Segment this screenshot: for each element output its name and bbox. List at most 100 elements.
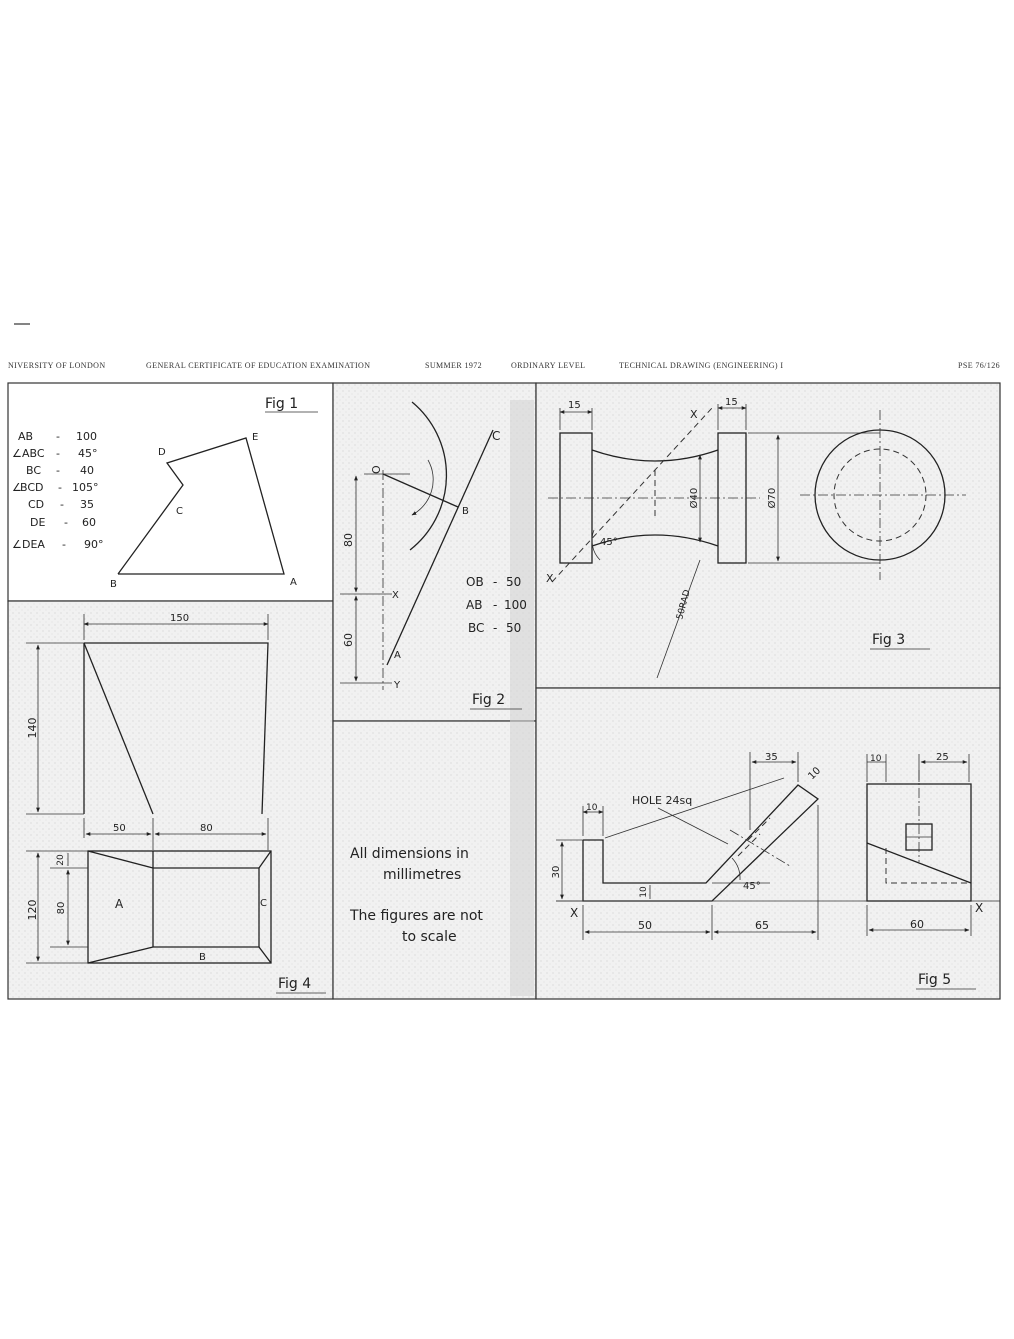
spec-sep: - bbox=[56, 464, 60, 477]
fig4-dim-80-label: 80 bbox=[200, 823, 213, 834]
fig2-point-a: A bbox=[394, 650, 401, 661]
fig2: 80 60 O B C X A Y OB - 50 AB - 100 BC - … bbox=[340, 401, 527, 710]
spec-sep: - bbox=[62, 538, 66, 551]
fig3-top-curve bbox=[591, 449, 719, 462]
fig5-dim-10-top-label: 10 bbox=[586, 803, 598, 813]
fig4-plan-top-chamfer bbox=[87, 850, 154, 869]
fig3-angle-arc bbox=[591, 529, 601, 561]
fig5-hole-dash bbox=[737, 833, 761, 857]
fig3: 45° 50RAD 15 15 Ø40 Ø70 X X Fig 3 bbox=[546, 397, 966, 679]
fig5-hole-leader bbox=[657, 807, 729, 845]
fig4-dim-120-label: 120 bbox=[26, 900, 39, 921]
spec-name: DEA bbox=[22, 538, 45, 551]
fig2-point-o: O bbox=[370, 465, 383, 474]
fig5-hole-line bbox=[604, 777, 785, 839]
fig5-label: Fig 5 bbox=[918, 972, 951, 988]
notes-panel bbox=[332, 720, 537, 1000]
fig2-point-y: Y bbox=[393, 680, 401, 691]
fig2-point-b: B bbox=[462, 506, 469, 517]
fig5-dim-10-side-label: 10 bbox=[870, 754, 882, 764]
spec-sep: - bbox=[64, 516, 68, 529]
fig3-dim-dia40-label: Ø40 bbox=[688, 488, 700, 509]
fig2-rotation-arrow bbox=[411, 459, 434, 516]
spec-name: AB bbox=[18, 430, 33, 443]
header-session: SUMMER 1972 bbox=[425, 361, 483, 370]
fig4-plan-corner-br bbox=[258, 946, 272, 964]
spec-value: 90° bbox=[84, 538, 104, 551]
header-certificate: GENERAL CERTIFICATE OF EDUCATION EXAMINA… bbox=[146, 361, 371, 370]
fig4: 150 140 50 80 A B C 120 80 20 bbox=[26, 613, 326, 994]
notes-line-3: The figures are not bbox=[349, 908, 483, 924]
fig2-arc bbox=[409, 401, 448, 551]
spec-sep: - bbox=[56, 430, 60, 443]
header-subject: TECHNICAL DRAWING (ENGINEERING) I bbox=[619, 361, 784, 370]
spec-sep: - bbox=[56, 447, 60, 460]
fig2-spec-sep: - bbox=[493, 621, 497, 635]
fig4-top-outline bbox=[84, 642, 269, 815]
fig5-dim-25-label: 25 bbox=[936, 752, 949, 763]
fig5-dim-50-label: 50 bbox=[638, 919, 652, 932]
fig2-spec-name: BC bbox=[468, 621, 484, 635]
fig2-dim-60-label: 60 bbox=[342, 633, 355, 647]
fig1-point-b: B bbox=[110, 579, 117, 590]
spec-sep: - bbox=[60, 498, 64, 511]
notes-line-1: All dimensions in bbox=[350, 846, 469, 862]
fig2-label: Fig 2 bbox=[472, 692, 505, 708]
fig5-hole-label: HOLE 24sq bbox=[632, 794, 692, 807]
fig1-spec-list: AB - 100 ∠ ABC - 45° BC - 40 ∠ BCD - 105… bbox=[12, 430, 104, 551]
fig4-region-c: C bbox=[260, 898, 267, 909]
fig4-dim-140-label: 140 bbox=[26, 718, 39, 739]
spec-value: 35 bbox=[80, 498, 94, 511]
fig5-hole-centerline bbox=[729, 829, 791, 867]
fig1-point-e: E bbox=[252, 432, 258, 443]
fig5-angle-arc bbox=[731, 857, 741, 881]
spec-value: 60 bbox=[82, 516, 96, 529]
notes-line-2: millimetres bbox=[383, 867, 461, 883]
fig1-label: Fig 1 bbox=[265, 396, 298, 412]
header-university: NIVERSITY OF LONDON bbox=[8, 361, 106, 370]
header-code: PSE 76/126 bbox=[958, 361, 1001, 370]
fig3-label: Fig 3 bbox=[872, 632, 905, 648]
fig1: Fig 1 AB - 100 ∠ ABC - 45° BC - 40 ∠ BCD… bbox=[12, 396, 318, 590]
fold-shadow bbox=[510, 400, 534, 996]
fig4-dim-150-label: 150 bbox=[170, 613, 189, 624]
spec-value: 40 bbox=[80, 464, 94, 477]
spec-name: BC bbox=[26, 464, 41, 477]
spec-value: 45° bbox=[78, 447, 98, 460]
fig2-panel bbox=[332, 382, 537, 722]
fig2-spec-name: OB bbox=[466, 575, 484, 589]
fig5-side-view-hidden bbox=[885, 848, 971, 884]
spec-name: DE bbox=[30, 516, 45, 529]
fig4-dim-80-inner-label: 80 bbox=[56, 902, 67, 915]
fig2-spec-sep: - bbox=[493, 575, 497, 589]
fig4-dim-20-label: 20 bbox=[56, 854, 66, 866]
fig2-point-x: X bbox=[392, 590, 399, 601]
fig4-plan-corner-tr bbox=[258, 850, 272, 869]
fig4-plan-bottom-chamfer bbox=[87, 946, 154, 964]
fig1-point-c: C bbox=[176, 506, 183, 517]
fig5-hole-dash bbox=[747, 817, 771, 841]
fig5-panel bbox=[535, 687, 1001, 1000]
fig4-plan-inner bbox=[153, 867, 260, 948]
fig2-spec-value: 100 bbox=[504, 598, 527, 612]
fig1-point-d: D bbox=[158, 447, 166, 458]
spec-value: 100 bbox=[76, 430, 97, 443]
fig4-label: Fig 4 bbox=[278, 976, 311, 992]
fig5-side-view-slope bbox=[866, 842, 972, 884]
fig3-panel bbox=[535, 382, 1001, 689]
notes: All dimensions in millimetres The figure… bbox=[349, 846, 483, 945]
fig1-point-a: A bbox=[290, 577, 297, 588]
fig2-dim-80-label: 80 bbox=[342, 533, 355, 547]
fig4-plan-outline bbox=[87, 850, 272, 964]
spec-name: BCD bbox=[20, 481, 44, 494]
spec-angle-mark: ∠ bbox=[12, 481, 22, 494]
spec-value: 105° bbox=[72, 481, 99, 494]
fig1-panel bbox=[7, 382, 334, 602]
fig3-dim-15-left-label: 15 bbox=[568, 400, 581, 411]
fig5-dim-60-label: 60 bbox=[910, 918, 924, 931]
fig2-spec-name: AB bbox=[466, 598, 482, 612]
fig5-x-left: X bbox=[570, 906, 578, 920]
fig3-dim-15-right-label: 15 bbox=[725, 397, 738, 408]
fig3-radius-leader bbox=[656, 559, 701, 679]
fig5-x-right: X bbox=[975, 901, 983, 915]
